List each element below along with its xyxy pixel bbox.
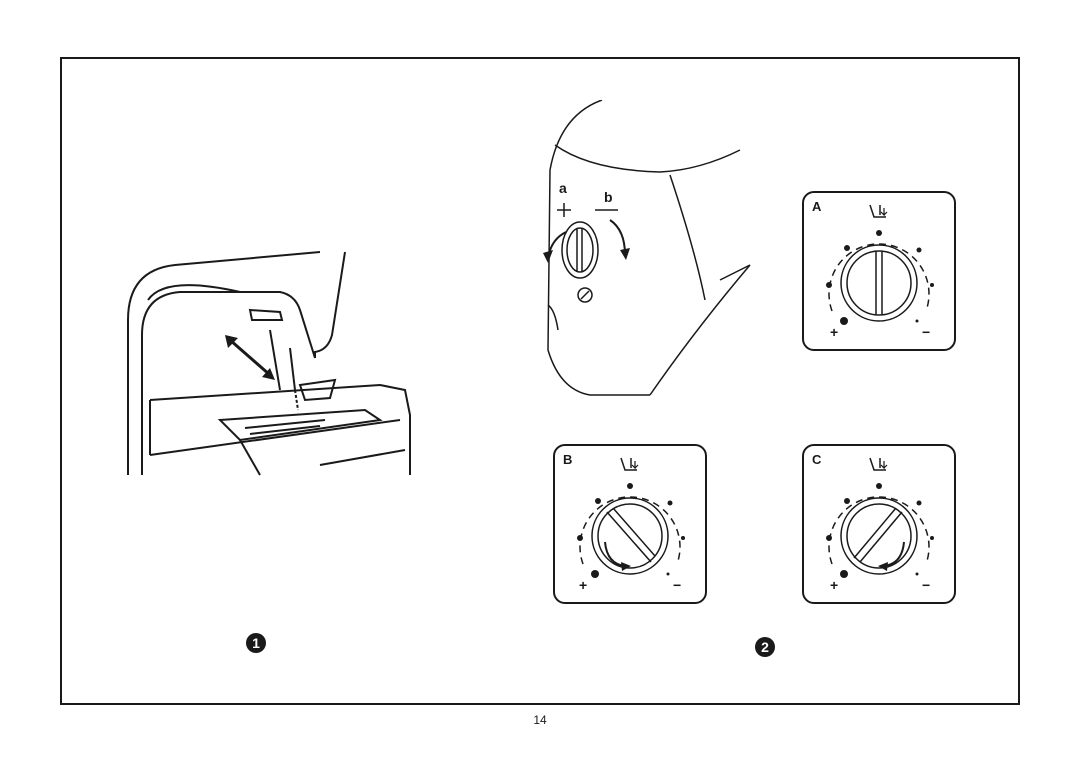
page-frame: [60, 57, 1020, 705]
panel-b-plus: +: [579, 577, 588, 593]
figure-1-number: 1: [246, 633, 266, 653]
panel-label-c: C: [812, 452, 822, 467]
sewing-machine-illustration: [127, 251, 411, 476]
dial-label-b: b: [604, 189, 613, 205]
panel-c-plus: +: [830, 577, 839, 593]
tension-dial-machine-illustration: [543, 100, 751, 396]
panel-b-minus: −: [673, 577, 682, 593]
page-number: 14: [533, 713, 547, 727]
tension-dial-icon: [577, 457, 685, 578]
figure-2-number: 2: [755, 637, 775, 657]
dial-panel-c: C + −: [802, 444, 956, 604]
dial-panel-b: B + −: [553, 444, 707, 604]
tension-dial-icon: [826, 457, 934, 578]
dial-panel-a: A + −: [802, 191, 956, 351]
tension-dial-icon: [826, 204, 934, 325]
dial-label-a: a: [559, 180, 567, 196]
panel-a-plus: +: [830, 324, 839, 340]
panel-c-minus: −: [922, 577, 931, 593]
panel-label-b: B: [563, 452, 573, 467]
panel-label-a: A: [812, 199, 822, 214]
panel-a-minus: −: [922, 324, 931, 340]
